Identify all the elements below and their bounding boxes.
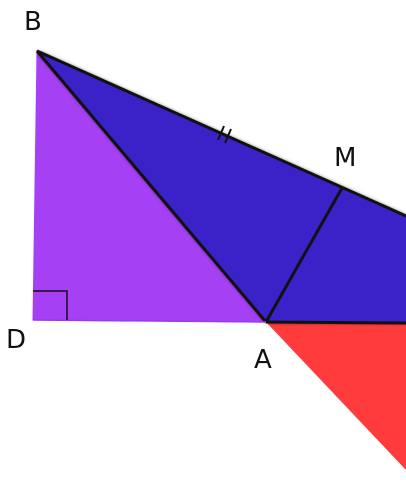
segment-A-right — [265, 320, 406, 325]
label-A: A — [254, 345, 272, 375]
segment-BA — [35, 50, 268, 323]
triangle-blue — [37, 51, 406, 322]
triangle-red — [266, 322, 406, 470]
equal-tick-mark — [217, 125, 232, 144]
label-M: M — [334, 143, 356, 173]
right-angle-marker — [33, 290, 68, 320]
label-D: D — [6, 325, 26, 355]
segment-MA — [264, 187, 344, 323]
segment-DA — [32, 319, 267, 323]
label-B: B — [24, 7, 42, 37]
